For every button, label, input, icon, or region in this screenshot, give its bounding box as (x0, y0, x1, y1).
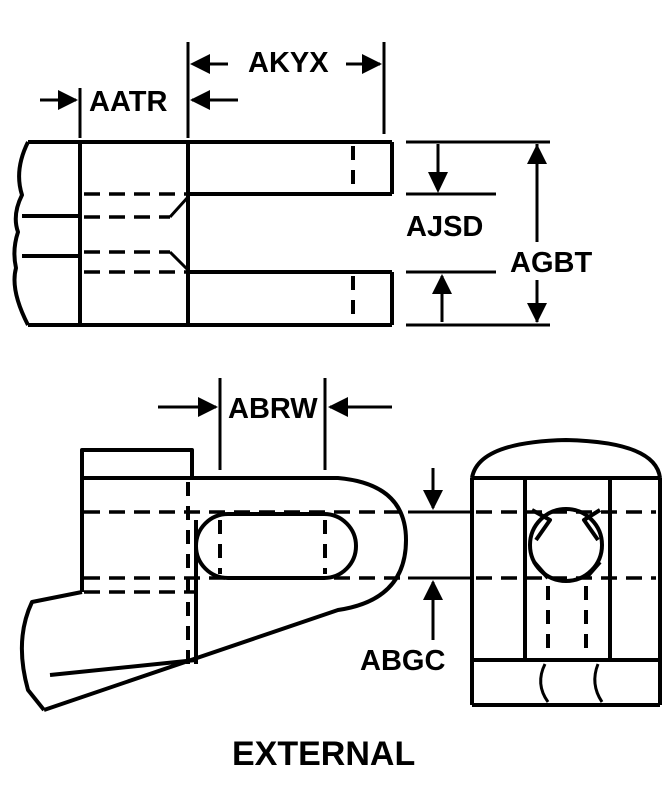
dimension-lines-top (40, 42, 550, 327)
label-agbt: AGBT (510, 247, 592, 279)
label-abgc: ABGC (360, 645, 445, 677)
end-view (470, 438, 662, 707)
label-akyx: AKYX (248, 47, 329, 79)
label-aatr: AATR (89, 86, 167, 118)
top-view (12, 140, 394, 327)
label-abrw: ABRW (228, 393, 318, 425)
side-view (19, 448, 408, 712)
caption-external: EXTERNAL (232, 735, 415, 773)
dimension-lines-side (158, 378, 470, 640)
label-ajsd: AJSD (406, 211, 483, 243)
